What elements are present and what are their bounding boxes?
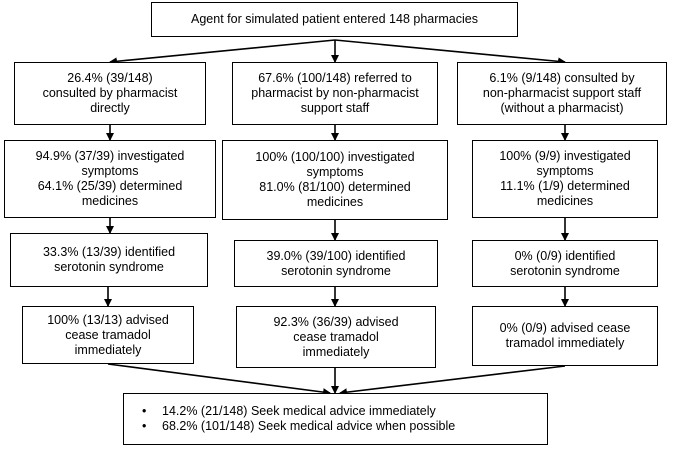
col2-entry-line: 67.6% (100/148) referred to xyxy=(258,71,412,85)
col2-advise-line: 92.3% (36/39) advised xyxy=(273,314,399,329)
col3-entry-line: (without a pharmacist) xyxy=(500,101,624,115)
col3-entry-box: 6.1% (9/148) consulted by non-pharmacist… xyxy=(457,62,667,125)
col2-assess-line: symptoms xyxy=(306,165,364,179)
col3-identify-line: 0% (0/9) identified xyxy=(514,248,616,263)
col2-assess-line: 100% (100/100) investigated xyxy=(255,150,415,164)
col1-assess-line: 94.9% (37/39) investigated xyxy=(35,149,185,163)
col2-assess-line: medicines xyxy=(306,195,364,209)
col1-identify-line: 33.3% (13/39) identified xyxy=(42,245,176,259)
col1-entry-line: 26.4% (39/148) xyxy=(67,71,153,85)
top-text: Agent for simulated patient entered 148 … xyxy=(191,12,478,26)
col1-assess-line: 64.1% (25/39) determined xyxy=(37,179,183,193)
col3-advise-box: 0% (0/9) advised cease tramadol immediat… xyxy=(472,306,658,366)
arrow-col1-to-outcome xyxy=(107,363,331,397)
bullet-marker: • xyxy=(142,404,147,418)
col2-assess-box: 100% (100/100) investigated symptoms 81.… xyxy=(222,140,448,220)
col3-advise-line: tramadol immediately xyxy=(505,336,625,350)
col1-entry-box: 26.4% (39/148) consulted by pharmacist d… xyxy=(14,62,206,125)
outcome-item-text: 68.2% (101/148) Seek medical advice when… xyxy=(162,419,456,433)
col1-advise-line: 100% (13/13) advised xyxy=(47,312,169,327)
col1-advise-box: 100% (13/13) advised cease tramadol imme… xyxy=(22,306,194,364)
bullet-marker: • xyxy=(142,419,147,433)
col3-assess-line: 11.1% (1/9) determined xyxy=(500,179,630,193)
arrow-top-to-col3 xyxy=(334,39,566,66)
col3-assess-line: medicines xyxy=(536,194,594,208)
col2-entry-line: support staff xyxy=(300,101,370,115)
col3-assess-line: symptoms xyxy=(536,164,594,178)
outcome-item-text: 14.2% (21/148) Seek medical advice immed… xyxy=(162,404,436,418)
col1-identify-box: 33.3% (13/39) identified serotonin syndr… xyxy=(10,233,208,287)
col2-entry-box: 67.6% (100/148) referred to pharmacist b… xyxy=(232,62,438,125)
outcome-box: • 14.2% (21/148) Seek medical advice imm… xyxy=(123,393,548,445)
col3-assess-line: 100% (9/9) investigated xyxy=(499,149,631,163)
col1-assess-line: medicines xyxy=(81,194,139,208)
col2-identify-line: 39.0% (39/100) identified xyxy=(266,248,406,263)
col3-advise-line: 0% (0/9) advised cease xyxy=(499,321,631,335)
col3-entry-line: non-pharmacist support staff xyxy=(482,86,642,100)
col3-identify-box: 0% (0/9) identified serotonin syndrome xyxy=(472,240,658,287)
top-box: Agent for simulated patient entered 148 … xyxy=(151,2,518,37)
col1-identify-line: serotonin syndrome xyxy=(54,260,164,274)
col3-assess-box: 100% (9/9) investigated symptoms 11.1% (… xyxy=(472,140,658,218)
col1-advise-line: immediately xyxy=(74,342,142,357)
col1-assess-line: symptoms xyxy=(81,164,139,178)
outcome-item: • 68.2% (101/148) Seek medical advice wh… xyxy=(142,419,455,434)
col1-entry-line: consulted by pharmacist xyxy=(42,86,178,100)
col3-identify-line: serotonin syndrome xyxy=(510,263,620,278)
col2-advise-box: 92.3% (36/39) advised cease tramadol imm… xyxy=(236,306,436,368)
col3-entry-line: 6.1% (9/148) consulted by xyxy=(489,71,635,85)
col2-advise-line: immediately xyxy=(302,344,370,359)
col1-entry-line: directly xyxy=(90,101,130,115)
col2-advise-line: cease tramadol xyxy=(293,329,379,344)
col2-entry-line: pharmacist by non-pharmacist xyxy=(251,86,419,100)
col1-assess-box: 94.9% (37/39) investigated symptoms 64.1… xyxy=(4,140,216,218)
col2-identify-line: serotonin syndrome xyxy=(281,263,391,278)
arrow-col3-to-outcome xyxy=(339,365,566,397)
col2-assess-line: 81.0% (81/100) determined xyxy=(259,180,411,194)
col2-identify-box: 39.0% (39/100) identified serotonin synd… xyxy=(234,240,438,287)
col1-advise-line: cease tramadol xyxy=(65,327,151,342)
outcome-item: • 14.2% (21/148) Seek medical advice imm… xyxy=(142,404,436,419)
arrow-top-to-col1 xyxy=(109,39,336,66)
